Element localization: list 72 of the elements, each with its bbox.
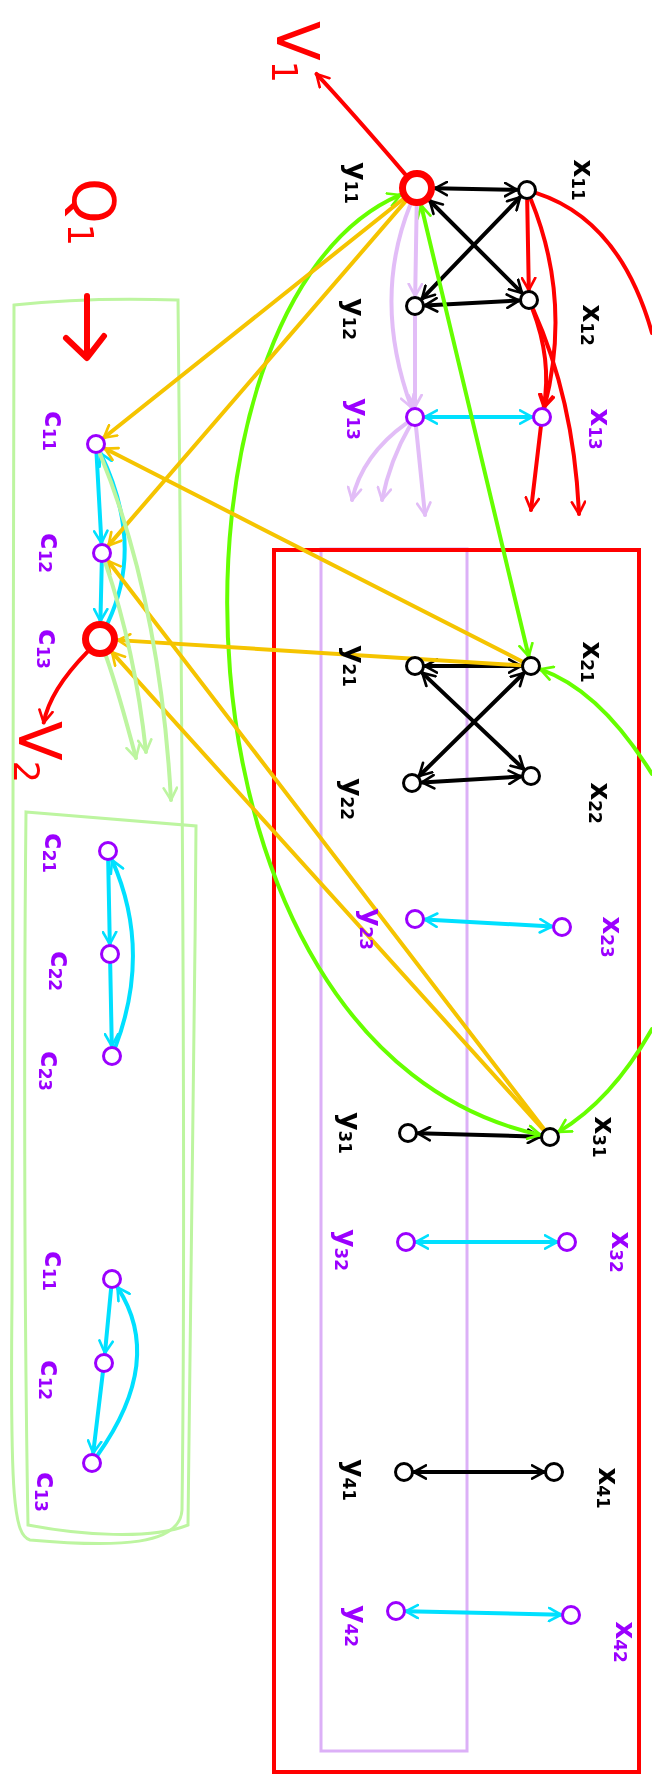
arrow: [115, 632, 523, 668]
arrow: [412, 1464, 546, 1480]
node-circle: [396, 1232, 416, 1252]
arrow: [423, 912, 554, 934]
arrow: [423, 658, 523, 674]
arrow: [407, 314, 423, 409]
arrow: [92, 452, 109, 545]
arrow: [86, 1370, 105, 1456]
node-circle: [386, 1601, 406, 1621]
node-circle: [102, 1269, 122, 1289]
arrow: [376, 423, 412, 502]
node-circle: [532, 407, 552, 427]
arrow: [95, 1285, 140, 1457]
arrow: [538, 666, 652, 776]
arrow: [104, 653, 141, 760]
arrow: [524, 424, 543, 512]
node-circle: [100, 944, 120, 964]
arrow: [314, 71, 408, 177]
node-circle: [552, 917, 572, 937]
arrow: [106, 199, 408, 548]
node-circle: [405, 909, 425, 929]
node-circle: [86, 434, 106, 454]
arrow: [407, 204, 424, 298]
node-circle: [98, 841, 118, 861]
node-circle: [399, 170, 435, 206]
arrow: [416, 1125, 542, 1145]
arrow: [556, 1027, 652, 1134]
arrow: [225, 192, 543, 1139]
node-circle: [517, 180, 537, 200]
arrow: [423, 409, 534, 425]
arrow: [103, 962, 120, 1048]
arrow: [101, 859, 118, 946]
arrow: [38, 649, 90, 725]
node-circle: [544, 1462, 564, 1482]
arrow: [109, 858, 135, 1049]
arrow: [419, 195, 523, 301]
arrow: [92, 561, 109, 623]
arrow: [427, 198, 524, 295]
node-circle: [557, 1232, 577, 1252]
arrow: [531, 307, 587, 516]
curve-line: [534, 191, 652, 335]
arrow: [101, 197, 405, 440]
arrow: [97, 451, 127, 625]
node-circle: [94, 1353, 114, 1373]
arrow: [520, 198, 537, 292]
arrow: [102, 446, 525, 664]
arrow: [433, 180, 519, 198]
arrow: [414, 1234, 559, 1250]
arrow: [404, 1603, 563, 1623]
node-circle: [540, 1127, 560, 1147]
node-circle: [402, 773, 422, 793]
node-circle: [561, 1605, 581, 1625]
node-circle: [521, 656, 541, 676]
node-circle: [521, 766, 541, 786]
arrow: [347, 420, 409, 502]
arrow: [416, 203, 534, 659]
node-circle: [405, 407, 425, 427]
node-circle: [102, 1046, 122, 1066]
arrow: [97, 451, 179, 802]
node-circle: [92, 543, 112, 563]
arrow: [103, 560, 153, 754]
node-circle: [519, 290, 539, 310]
node-circle: [82, 1453, 102, 1473]
node-circle: [405, 296, 425, 316]
arrow: [389, 202, 416, 410]
node-circle: [398, 1123, 418, 1143]
node-circle: [405, 656, 425, 676]
node-circle: [394, 1462, 414, 1482]
arrow: [528, 197, 558, 410]
node-circle: [82, 621, 118, 657]
arrow: [423, 293, 521, 313]
arrow: [420, 769, 523, 790]
